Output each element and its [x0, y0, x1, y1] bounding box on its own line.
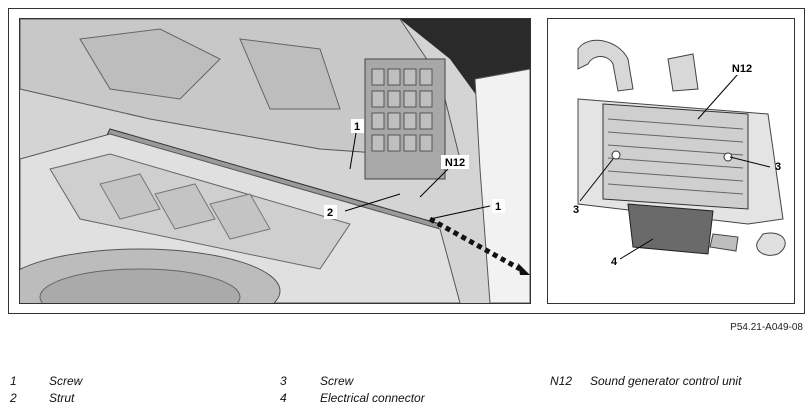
legend-item-1-num: 1: [10, 374, 17, 388]
callout-3-left: 3: [573, 204, 579, 216]
legend-item-1-text: Screw: [49, 374, 83, 388]
figure-reference-code: P54.21-A049-08: [730, 322, 803, 333]
callout-1-top: 1: [354, 121, 360, 133]
legend-item-4-num: 4: [280, 391, 287, 405]
legend-item-3-num: 3: [280, 374, 287, 388]
legend-item-3-text: Screw: [320, 374, 354, 388]
figure-frame: 1 N12 2 1: [8, 8, 805, 314]
trunk-illustration: 1 N12 2 1: [19, 18, 531, 304]
legend: 1 Screw 2 Strut 3 Screw 4 Electrical con…: [0, 374, 811, 412]
legend-item-n12-text: Sound generator control unit: [590, 374, 742, 388]
legend-item-4-text: Electrical connector: [320, 391, 425, 405]
callout-n12-right: N12: [732, 63, 752, 75]
legend-item-2-num: 2: [10, 391, 17, 405]
legend-item-2-text: Strut: [49, 391, 75, 405]
control-unit-inset: N12 3 3 4: [547, 18, 795, 304]
callout-2: 2: [327, 207, 333, 219]
legend-item-n12-num: N12: [550, 374, 573, 388]
callout-3-right: 3: [775, 161, 781, 173]
callout-n12-left: N12: [445, 157, 465, 169]
callout-1-bottom: 1: [495, 201, 501, 213]
callout-4: 4: [611, 256, 618, 268]
